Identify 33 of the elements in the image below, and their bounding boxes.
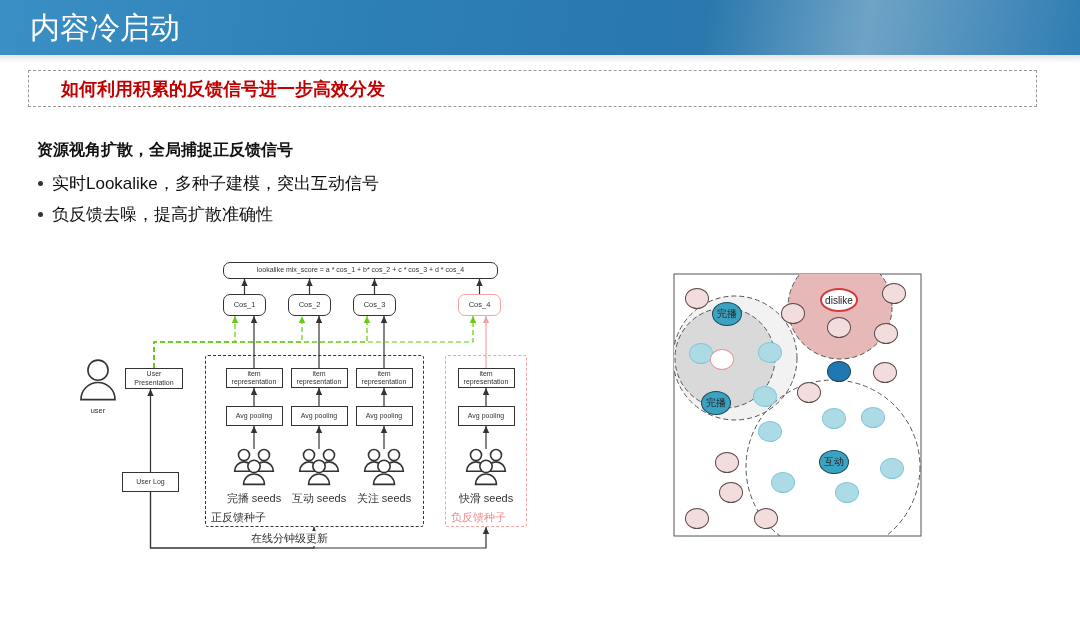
bullet-text: 负反馈去噪，提高扩散准确性	[52, 204, 273, 226]
arrow	[315, 387, 323, 407]
arrow	[250, 315, 258, 369]
edge-label: 在线分钟级更新	[250, 531, 329, 546]
seed-label: 互动 seeds	[290, 491, 348, 506]
group-label: 正反馈种子	[211, 510, 266, 525]
arrow	[482, 425, 490, 450]
seed-label: 快滑 seeds	[457, 491, 515, 506]
arrow	[380, 387, 388, 407]
group-label: 负反馈种子	[451, 510, 506, 525]
arrow	[380, 315, 388, 369]
group-box	[205, 355, 424, 527]
arrow	[476, 278, 483, 295]
subtitle-box: 如何利用积累的反馈信号进一步高效分发	[28, 70, 1037, 107]
arrow	[153, 315, 477, 369]
seed-label: 完播 seeds	[225, 491, 283, 506]
group-box	[445, 355, 527, 527]
seed-label: 关注 seeds	[355, 491, 413, 506]
arrow	[147, 388, 154, 473]
bullet-text: 实时Lookalike，多种子建模，突出互动信号	[52, 173, 379, 195]
arrow	[482, 315, 490, 369]
arrow	[315, 425, 323, 450]
slide-title: 内容冷启动	[30, 10, 180, 46]
arrow	[482, 387, 490, 407]
arrow	[315, 315, 323, 369]
arrow	[149, 491, 490, 549]
section-heading: 资源视角扩散，全局捕捉正反馈信号	[37, 140, 293, 160]
arrow	[250, 425, 258, 450]
arrow	[371, 278, 378, 295]
arrow	[250, 387, 258, 407]
arrow	[380, 425, 388, 450]
arrow	[241, 278, 248, 295]
arrow	[306, 278, 313, 295]
